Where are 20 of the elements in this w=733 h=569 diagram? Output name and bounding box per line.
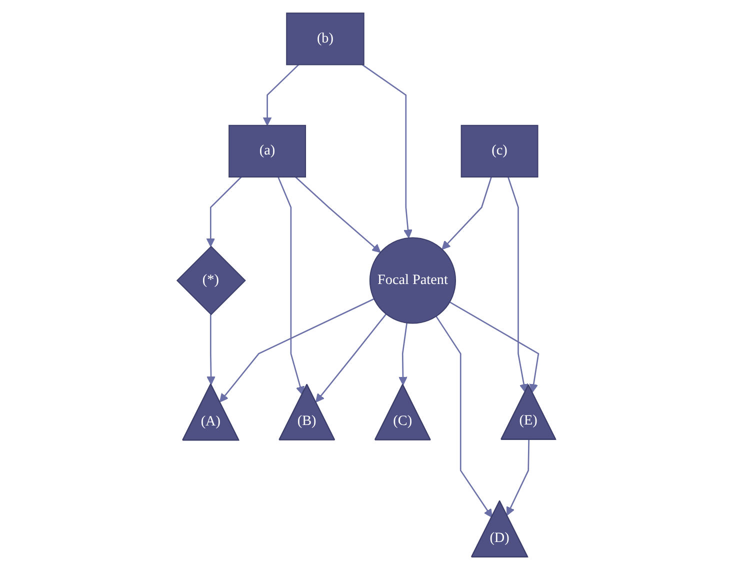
arrow <box>398 322 408 385</box>
node-circle <box>370 236 456 324</box>
arrow <box>206 176 242 246</box>
node-box <box>286 12 364 65</box>
network-diagram: (a) (b) (c) (*) Focal Patent (A) (B) (C) (D) (E) <box>169 4 564 564</box>
arrow <box>362 64 413 238</box>
arrow <box>220 298 374 402</box>
node-diamond <box>176 245 246 315</box>
node-box <box>460 124 538 177</box>
arrow <box>508 176 528 392</box>
arrow <box>450 300 540 392</box>
arrow <box>442 176 492 250</box>
arrow <box>206 314 216 384</box>
arrow <box>316 313 387 402</box>
arrow <box>262 64 300 126</box>
arrow <box>436 315 493 518</box>
arrow <box>506 439 530 516</box>
arrow <box>278 176 305 395</box>
node-box <box>228 124 306 177</box>
arrow <box>295 176 381 252</box>
